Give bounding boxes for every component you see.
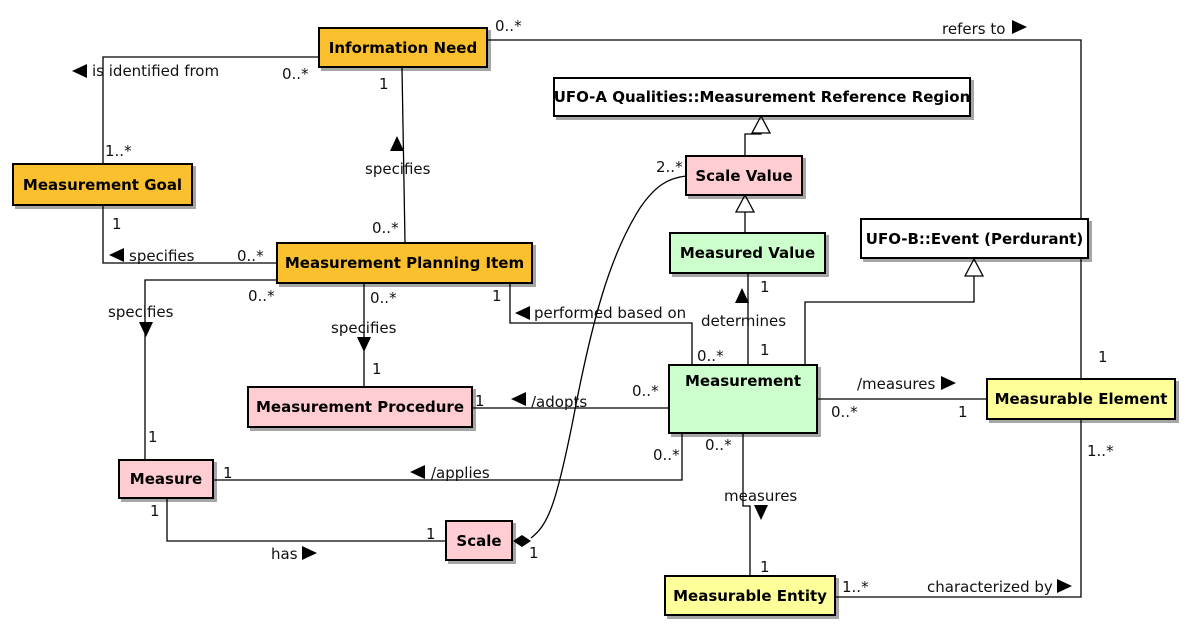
dir-adopts-icon [511, 392, 526, 406]
dir-measures-icon [754, 505, 768, 520]
mult-m-applies: 0..* [653, 446, 680, 464]
class-scale-value[interactable]: Scale Value [685, 155, 803, 196]
label-refers-to: refers to [942, 20, 1006, 38]
label-adopts: /adopts [531, 393, 588, 411]
mult-m-measures-derived: 0..* [831, 403, 858, 421]
dir-characterized-by-icon [1057, 579, 1072, 593]
dir-performed-based-on-icon [515, 306, 530, 320]
dir-specifies-procedure-icon [357, 337, 371, 352]
label-performed-based-on: performed based on [534, 304, 687, 322]
assoc-specifies-need-line [401, 67, 406, 243]
label-measures-derived: /measures [857, 375, 936, 393]
generalization-arrowhead-region [750, 114, 772, 134]
mult-me-characterized: 1..* [1087, 442, 1114, 460]
class-measured-value[interactable]: Measured Value [669, 232, 826, 274]
mult-in-specifies: 1 [379, 75, 389, 93]
dir-is-identified-from-icon [72, 64, 87, 78]
mult-me-refers: 1 [1098, 348, 1108, 366]
label-specifies-procedure: specifies [331, 319, 397, 337]
mult-ent-characterized: 1..* [842, 578, 869, 596]
mult-measure-has: 1 [150, 502, 160, 520]
mult-mpi-goal: 0..* [237, 247, 264, 265]
assoc-has-line [166, 499, 445, 542]
class-ufo-event-perdurant[interactable]: UFO-B::Event (Perdurant) [860, 218, 1089, 259]
assoc-is-identified-from-line [102, 56, 318, 163]
mult-m-adopts: 0..* [632, 382, 659, 400]
composition-diamond [513, 535, 531, 547]
dir-specifies-measure-icon [139, 322, 153, 337]
label-measures: measures [724, 487, 798, 505]
assoc-performed-based-on-line [509, 284, 693, 364]
dir-specifies-need-icon [390, 136, 404, 151]
label-specifies-need: specifies [365, 160, 431, 178]
mult-measure-specifies: 1 [148, 428, 158, 446]
mult-mpi-performed: 1 [492, 287, 502, 305]
label-is-identified-from: is identified from [92, 62, 220, 80]
mult-sv-region: 2..* [656, 158, 683, 176]
mult-scale-values: 1 [529, 544, 539, 562]
label-specifies-goal: specifies [129, 247, 195, 265]
mult-mv-determines: 1 [760, 278, 770, 296]
composition-scale-scalevalue-line [530, 175, 687, 539]
dir-measures-derived-icon [941, 376, 956, 390]
dir-applies-icon [410, 465, 425, 479]
label-has: has [271, 545, 298, 563]
class-measurable-element[interactable]: Measurable Element [986, 378, 1176, 420]
mult-in-refers: 0..* [495, 17, 522, 35]
generalization-arrowhead-event [963, 257, 985, 277]
label-applies: /applies [431, 464, 490, 482]
dir-refers-to-icon [1012, 20, 1027, 34]
class-measurement-procedure[interactable]: Measurement Procedure [247, 386, 473, 428]
class-measure[interactable]: Measure [118, 459, 214, 499]
mult-scale-has: 1 [426, 525, 436, 543]
assoc-specifies-measure-line [144, 279, 276, 459]
label-characterized-by: characterized by [927, 578, 1053, 596]
mult-mpi-need: 0..* [372, 219, 399, 237]
class-ufo-measurement-reference-region[interactable]: UFO-A Qualities::Measurement Reference R… [553, 77, 971, 117]
class-measurable-entity[interactable]: Measurable Entity [664, 575, 836, 616]
assoc-applies-line [214, 434, 683, 481]
class-scale[interactable]: Scale [445, 520, 513, 561]
class-information-need[interactable]: Information Need [318, 27, 488, 68]
mult-m-performed: 0..* [697, 347, 724, 365]
mult-mpi-measure: 0..* [248, 287, 275, 305]
class-measurement-planning-item[interactable]: Measurement Planning Item [276, 242, 533, 284]
mult-in-identified: 0..* [282, 65, 309, 83]
mult-proc-adopts: 1 [475, 392, 485, 410]
assoc-refers-to-line [488, 39, 1082, 378]
generalization-measurement-event-line [804, 276, 975, 364]
dir-has-icon [302, 546, 317, 560]
assoc-characterized-by-line [836, 420, 1082, 598]
mult-goal-identified: 1..* [105, 142, 132, 160]
mult-m-determines: 1 [760, 341, 770, 359]
label-determines: determines [701, 312, 787, 330]
mult-proc-specifies: 1 [372, 360, 382, 378]
mult-goal-specifies: 1 [112, 215, 122, 233]
mult-me-measures-derived: 1 [958, 403, 968, 421]
class-measurement[interactable]: Measurement [668, 364, 818, 434]
dir-determines-icon [735, 288, 749, 303]
mult-mpi-proc: 0..* [370, 289, 397, 307]
generalization-scale-value-region-line [744, 133, 762, 155]
label-specifies-measure: specifies [108, 303, 174, 321]
mult-measure-applies: 1 [223, 464, 233, 482]
assoc-measures-line [742, 434, 751, 575]
mult-ent-measures: 1 [760, 558, 770, 576]
mult-m-measures: 0..* [705, 436, 732, 454]
assoc-specifies-goal-line [102, 206, 276, 264]
generalization-arrowhead-scale-value [734, 193, 756, 213]
dir-specifies-goal-icon [109, 248, 124, 262]
class-measurement-goal[interactable]: Measurement Goal [12, 163, 193, 206]
